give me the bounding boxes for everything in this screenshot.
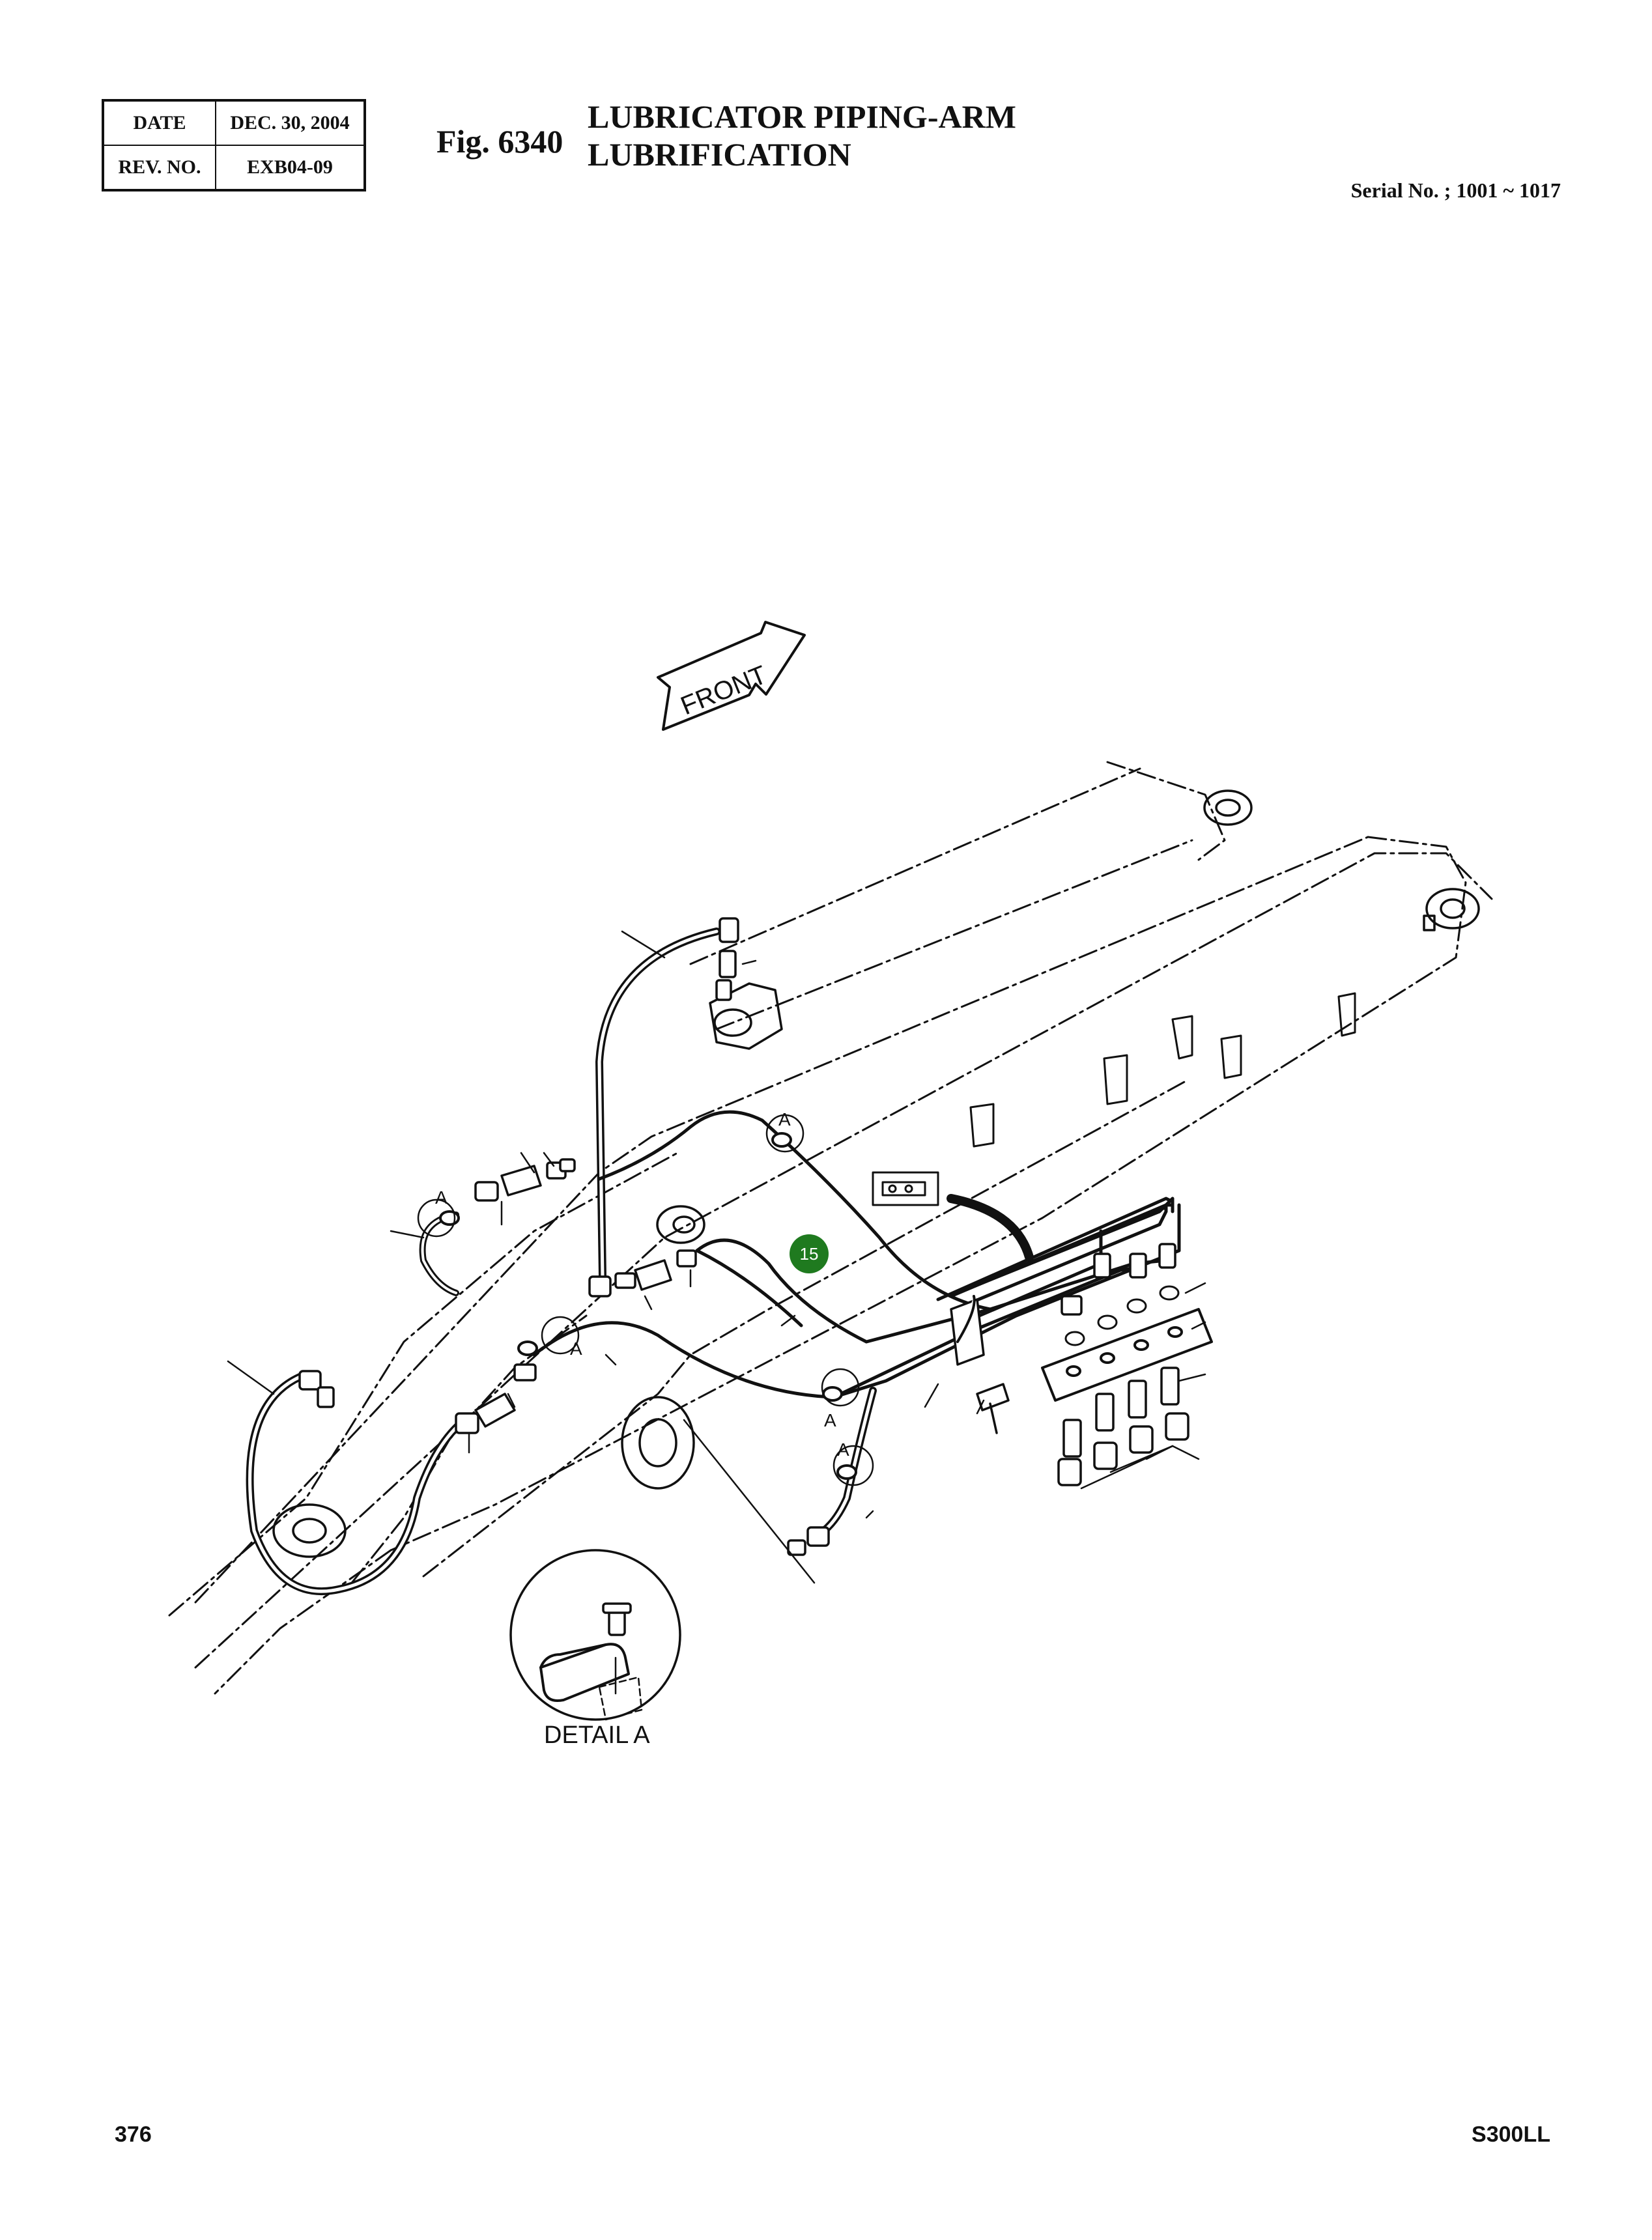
inset-plate [872,1171,939,1206]
revision-table: DATE DEC. 30, 2004 REV. NO. EXB04-09 [102,99,366,191]
lubrication-pipes [532,1110,1181,1399]
lower-fittings [1057,1367,1189,1486]
badge-label: 15 [800,1244,819,1264]
rev-value: EXB04-09 [215,145,365,191]
callout-letter: A [824,1410,836,1430]
highlight-badge-15: 15 [790,1234,829,1273]
front-arrow: FRONT [657,621,806,731]
boom-foot-pin [272,1205,705,1558]
serial-range: Serial No. ; 1001 ~ 1017 [1350,178,1561,202]
figure-number: Fig. 6340 [436,123,563,160]
callout-circles [417,1114,874,1486]
callout-letter: A [837,1439,849,1460]
pipe-clamps [439,1132,976,1480]
cylinder-end-eye [709,789,1253,1050]
callout-letter: A [570,1339,582,1359]
figure-title-line2: LUBRIFICATION [588,136,851,173]
manifold-plate [1041,1308,1213,1402]
manifold-fittings [950,1243,1176,1366]
plate-nuts [1064,1285,1180,1346]
arm-front-eye [1423,888,1480,931]
date-value: DEC. 30, 2004 [215,100,365,146]
right-lower-hose [810,1387,877,1541]
hose-fittings [298,917,830,1556]
page-number: 376 [115,2122,152,2147]
figure-title-line1: LUBRICATOR PIPING-ARM [588,98,1016,135]
pointer-arrow [947,1194,1034,1262]
figure-title: LUBRICATOR PIPING-ARM LUBRIFICATION [588,98,1016,173]
short-left-hose [419,1212,459,1296]
callout-letter: A [778,1109,791,1129]
callout-letters: A A A A A [435,1109,849,1460]
boom-cylinder [689,761,1226,1030]
arm-brackets [969,992,1356,1148]
date-label: DATE [102,100,216,146]
rev-label: REV. NO. [102,145,216,191]
badge-circle [790,1234,829,1273]
clamp-bolt [976,1383,1010,1434]
arm-body [168,836,1493,1695]
model-name: S300LL [1472,2122,1550,2147]
leader-lines [227,930,1206,1584]
vertical-hose [595,928,720,1281]
callout-letter: A [435,1187,448,1208]
detail-a: DETAIL A [509,1549,681,1749]
lower-left-hose [246,1370,473,1596]
detail-a-label: DETAIL A [544,1722,650,1749]
